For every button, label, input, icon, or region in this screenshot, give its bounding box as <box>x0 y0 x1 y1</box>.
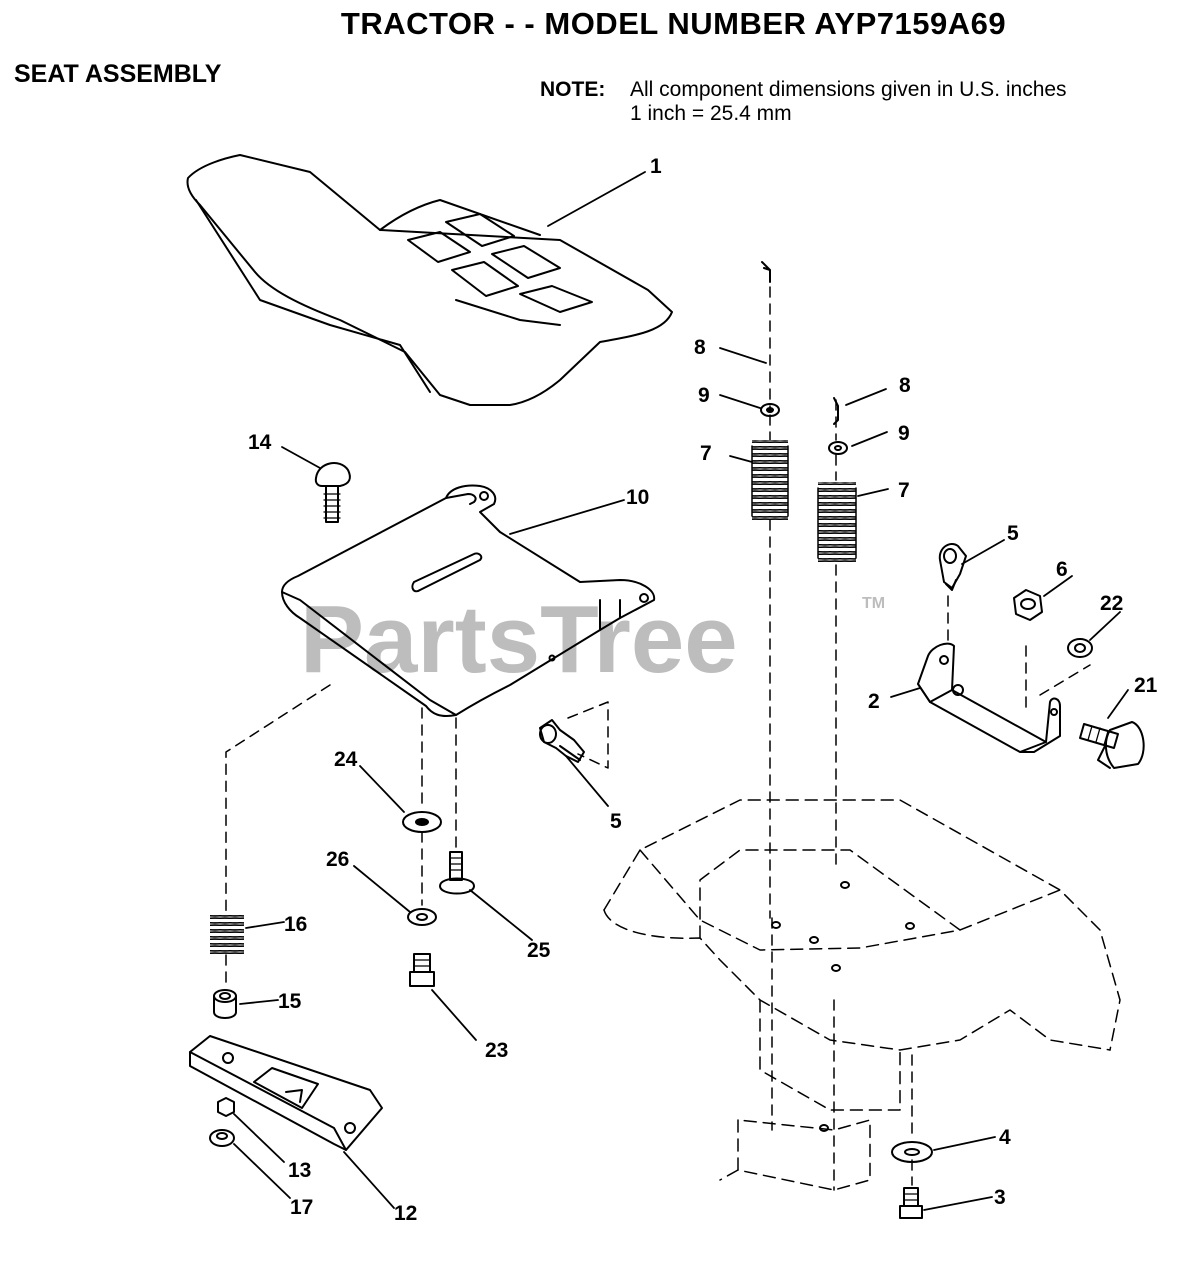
seat-slide-part <box>189 1035 383 1151</box>
callout-leaders <box>233 171 1129 1211</box>
note-line-1: All component dimensions given in U.S. i… <box>630 78 1067 101</box>
callout-8: 8 <box>899 374 911 397</box>
seat-part <box>186 154 673 406</box>
callout-16: 16 <box>284 913 307 936</box>
callout-22: 22 <box>1100 592 1123 615</box>
callout-25: 25 <box>527 939 551 962</box>
watermark-text: PartsTree <box>300 586 738 693</box>
callout-3: 3 <box>994 1186 1006 1209</box>
lock-nut-part <box>1013 589 1043 621</box>
callout-5: 5 <box>1007 522 1019 545</box>
callout-12: 12 <box>394 1202 417 1225</box>
nut-part <box>1067 638 1093 658</box>
callout-15: 15 <box>278 990 302 1013</box>
washer-part <box>760 403 780 417</box>
bushing-part <box>213 989 237 1019</box>
watermark-tm: TM <box>862 595 885 612</box>
callout-9: 9 <box>898 422 910 445</box>
watermark: PartsTree TM <box>300 586 885 693</box>
hex-bolt-part <box>409 953 435 987</box>
callout-2: 2 <box>868 690 880 713</box>
callout-26: 26 <box>326 848 349 871</box>
flange-nut-part <box>209 1129 235 1147</box>
callout-labels: 1 8 8 9 9 7 7 14 10 5 5 6 22 2 21 24 26 … <box>248 155 1158 1225</box>
carriage-bolt-part <box>314 462 351 523</box>
callout-23: 23 <box>485 1039 508 1062</box>
section-title: SEAT ASSEMBLY <box>14 60 222 88</box>
washer-part <box>828 441 848 455</box>
callout-21: 21 <box>1134 674 1158 697</box>
seat-pan-part <box>281 484 656 717</box>
frame-holes <box>771 881 915 1132</box>
clevis-pin-part <box>761 261 839 425</box>
callout-10: 10 <box>626 486 649 509</box>
hex-bolt-part <box>899 1187 923 1219</box>
callout-7: 7 <box>898 479 910 502</box>
callout-17: 17 <box>290 1196 313 1219</box>
callout-4: 4 <box>999 1126 1011 1149</box>
dimension-note: NOTE: All component dimensions given in U… <box>540 78 1067 126</box>
callout-6: 6 <box>1056 558 1068 581</box>
callout-5: 5 <box>610 810 622 833</box>
callout-8: 8 <box>694 336 706 359</box>
nut-part <box>217 1097 235 1117</box>
note-label: NOTE: <box>540 78 606 101</box>
switch-bracket-part <box>917 642 1061 753</box>
spring-part <box>818 482 856 564</box>
assembly-lines <box>225 269 1091 1191</box>
spring-part <box>752 440 788 520</box>
callout-14: 14 <box>248 431 272 454</box>
shoulder-bolt-part <box>439 851 475 895</box>
shoulder-bolt-part <box>1079 721 1145 769</box>
callout-1: 1 <box>650 155 662 178</box>
washer-part <box>407 908 437 926</box>
washer-part <box>402 811 442 833</box>
page-title: TRACTOR - - MODEL NUMBER AYP7159A69 <box>0 6 1197 42</box>
callout-9: 9 <box>698 384 710 407</box>
page-title-text: TRACTOR - - MODEL NUMBER AYP7159A69 <box>340 6 1007 41</box>
seat-switch-part <box>539 719 585 763</box>
callout-13: 13 <box>288 1159 311 1182</box>
seat-switch-part <box>938 542 967 591</box>
callout-7: 7 <box>700 442 712 465</box>
callout-24: 24 <box>334 748 358 771</box>
washer-part <box>891 1141 933 1163</box>
spring-part <box>210 912 244 956</box>
tractor-frame-outline <box>603 799 1121 1191</box>
note-line-2: 1 inch = 25.4 mm <box>630 102 792 125</box>
